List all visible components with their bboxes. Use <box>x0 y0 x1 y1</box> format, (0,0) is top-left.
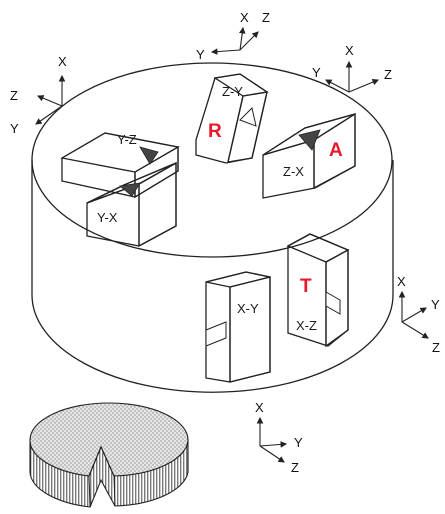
axis-y-label: Y <box>294 435 303 450</box>
axis-triad-right-mid: X Y Z <box>397 274 440 355</box>
specimen-r: Z-Y R <box>195 73 269 164</box>
letter-r: R <box>208 121 222 142</box>
specimen-y-x: Y-X <box>86 161 177 248</box>
axis-z-label: Z <box>432 340 440 355</box>
axis-y-label: Y <box>10 121 19 136</box>
axis-z-label: Z <box>10 88 18 103</box>
specimen-x-y: X-Y <box>205 271 271 383</box>
axis-triad-right-top: X Y Z <box>312 43 392 93</box>
specimen-t: X-Z T <box>286 233 350 348</box>
label-x-z: X-Z <box>296 318 317 333</box>
cylinder-top-face <box>31 62 393 258</box>
axis-x-label: X <box>240 10 249 25</box>
letter-a: A <box>329 140 343 161</box>
cylinder-body <box>31 160 394 393</box>
axis-x-label: X <box>58 54 67 69</box>
letter-t: T <box>300 276 312 297</box>
label-y-z: Y-Z <box>117 132 137 147</box>
axis-z-label: Z <box>262 10 270 25</box>
axis-triad-bottom: X Y Z <box>255 400 303 475</box>
label-z-x: Z-X <box>283 164 304 179</box>
axis-y-label: Y <box>196 47 205 62</box>
axis-z-label: Z <box>384 67 392 82</box>
axis-y-label: Y <box>431 297 440 312</box>
label-x-y: X-Y <box>237 301 259 316</box>
axis-z-label: Z <box>291 460 299 475</box>
axis-triad-left: X Z Y <box>10 54 67 136</box>
axis-y-label: Y <box>312 65 321 80</box>
cylinder-plate <box>31 62 394 393</box>
axis-x-label: X <box>397 274 406 289</box>
specimen-a: Z-X A <box>262 112 356 199</box>
axis-x-label: X <box>345 43 354 58</box>
axis-x-label: X <box>255 400 264 415</box>
label-y-x: Y-X <box>97 210 118 225</box>
axis-triad-top: X Z Y <box>196 10 270 62</box>
label-z-y: Z-Y <box>222 84 243 99</box>
inset-cut-cylinder <box>29 402 189 508</box>
